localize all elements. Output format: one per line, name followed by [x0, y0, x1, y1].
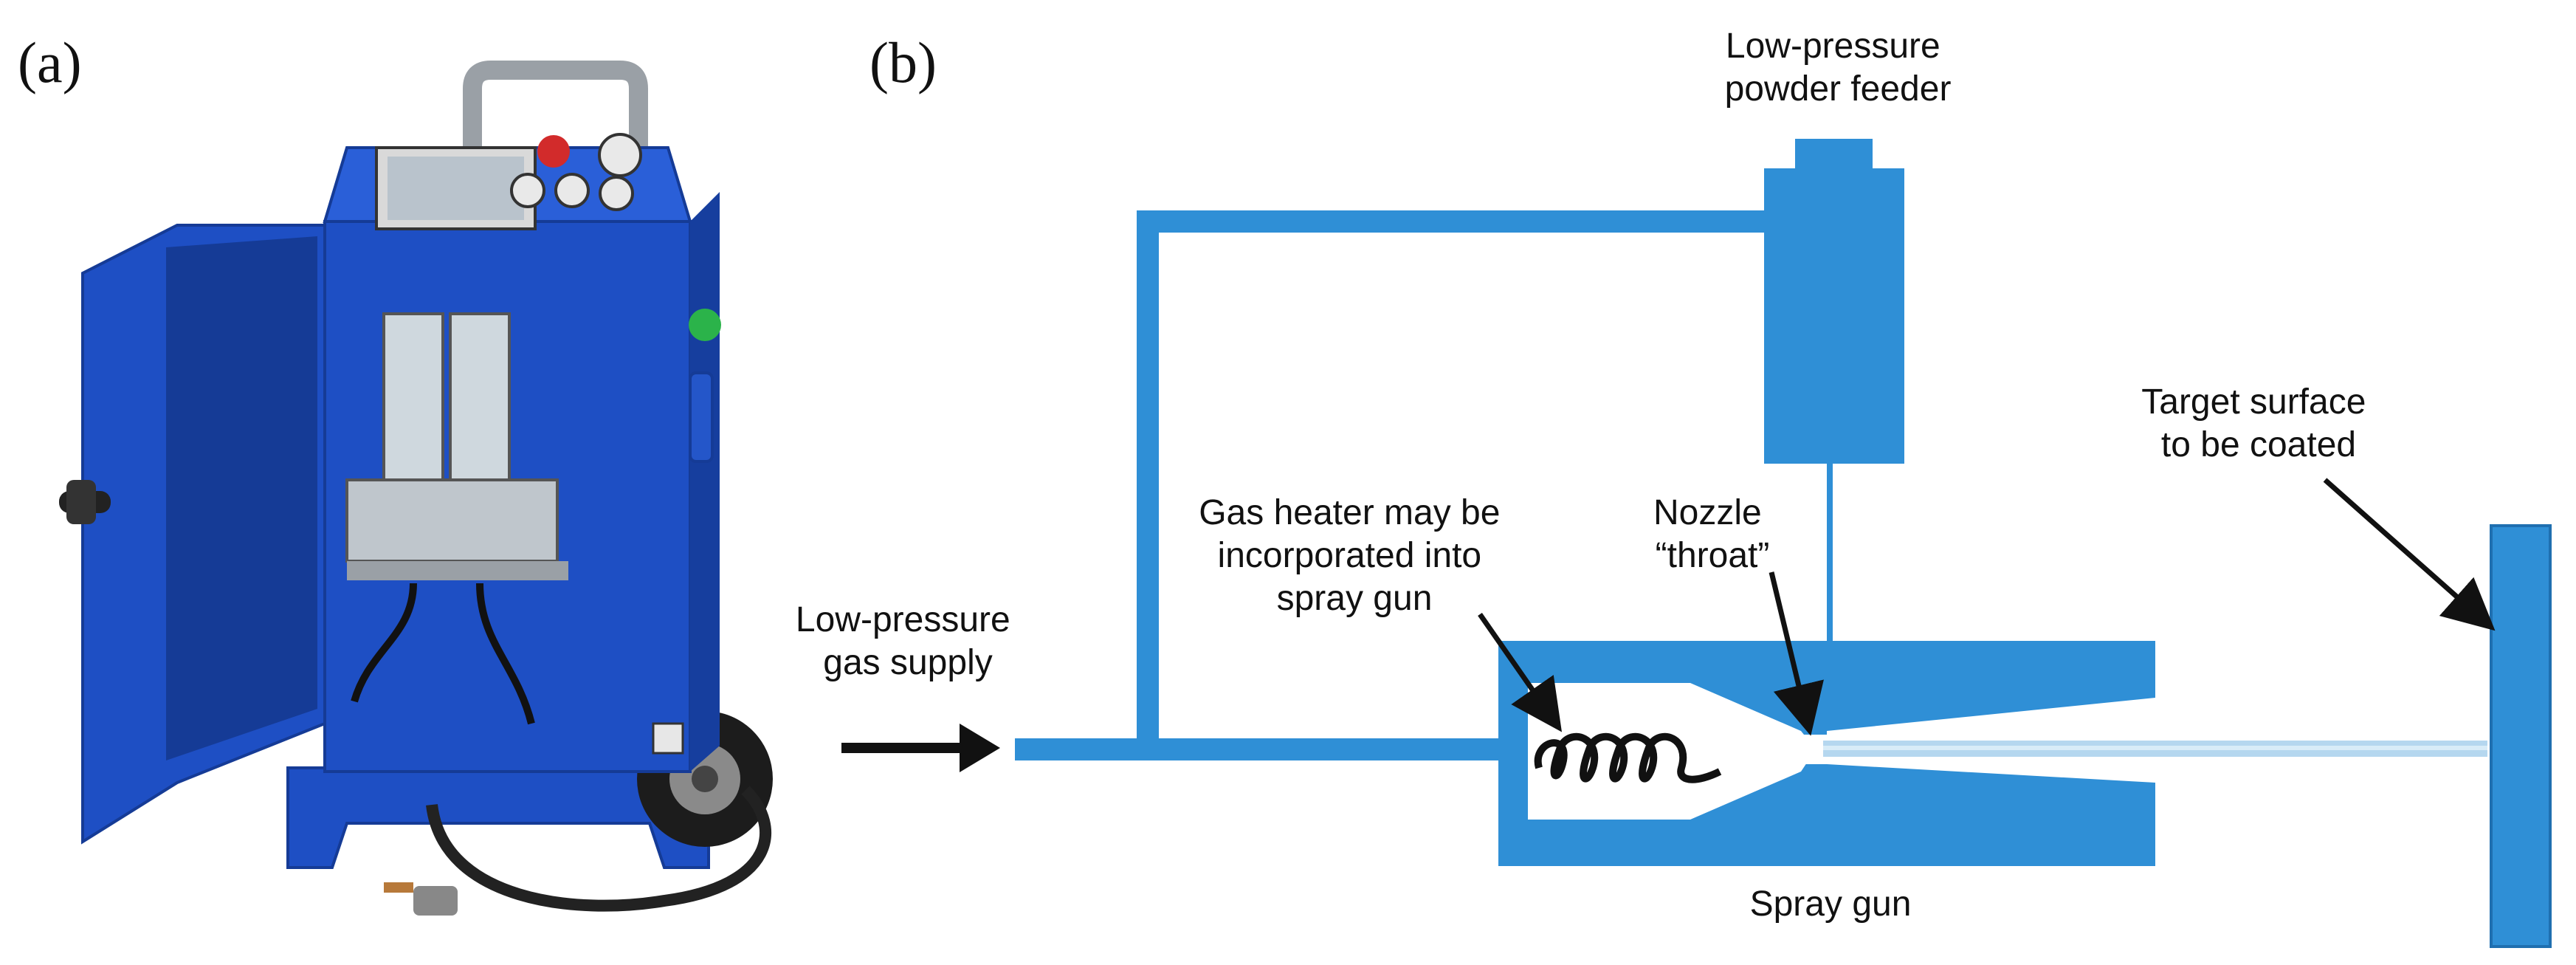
heater-pointer	[1478, 613, 1562, 732]
target-pointer	[2323, 478, 2496, 631]
gas-supply-arrow	[841, 724, 1000, 772]
nozzle-pointer	[1769, 571, 1824, 736]
machine-side-fittings	[652, 309, 721, 755]
spray-gun-label: Spray gun	[1750, 885, 1912, 924]
powder-feeder	[1764, 139, 1904, 731]
machine-open-door	[59, 224, 326, 845]
panel-label-a: (a)	[18, 30, 82, 95]
spray-jet	[1823, 741, 2487, 757]
gas-pipe	[1015, 210, 1775, 760]
heater-coil	[1534, 732, 1722, 783]
target-surface	[2490, 524, 2552, 948]
gas-heater-label: Gas heater may be incorporated into spra…	[1199, 493, 1510, 618]
nozzle-throat-label: Nozzle “throat”	[1653, 493, 1771, 575]
gas-supply-label: Low-pressure gas supply	[796, 600, 1020, 682]
panel-label-b: (b)	[869, 30, 937, 95]
powder-feeder-label: Low-pressure powder feeder	[1725, 27, 1952, 109]
machine-handle	[463, 61, 648, 151]
machine-gauges	[510, 133, 642, 211]
machine-touchscreen	[375, 146, 537, 230]
powder-hoppers	[345, 312, 568, 725]
machine-power-cord	[384, 786, 772, 916]
target-surface-label: Target surface to be coated	[2141, 382, 2376, 464]
